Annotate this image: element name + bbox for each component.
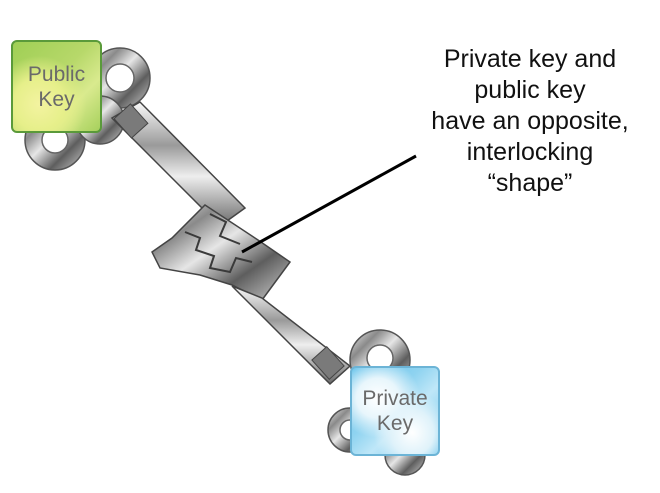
public-key-badge: Public Key [11, 40, 102, 133]
private-key-badge: Private Key [350, 366, 440, 456]
annotation-line-5: “shape” [487, 169, 573, 197]
annotation-line-2: public key [474, 76, 586, 104]
public-key-shaft [110, 101, 247, 227]
interlocking-bit [151, 204, 292, 301]
private-key-label-line-2: Key [376, 412, 414, 435]
annotation-line-4: interlocking [466, 138, 594, 166]
private-key-shaft [231, 285, 352, 386]
private-key-label-line-1: Private [362, 387, 428, 410]
annotation-line-3: have an opposite, [431, 107, 629, 135]
public-key-label-line-1: Public [27, 62, 86, 86]
annotation-text: Private key and public key have an oppos… [400, 44, 660, 199]
annotation-pointer-line [241, 154, 417, 254]
annotation-line-1: Private key and [443, 45, 617, 73]
public-key-label-line-2: Key [38, 87, 75, 111]
